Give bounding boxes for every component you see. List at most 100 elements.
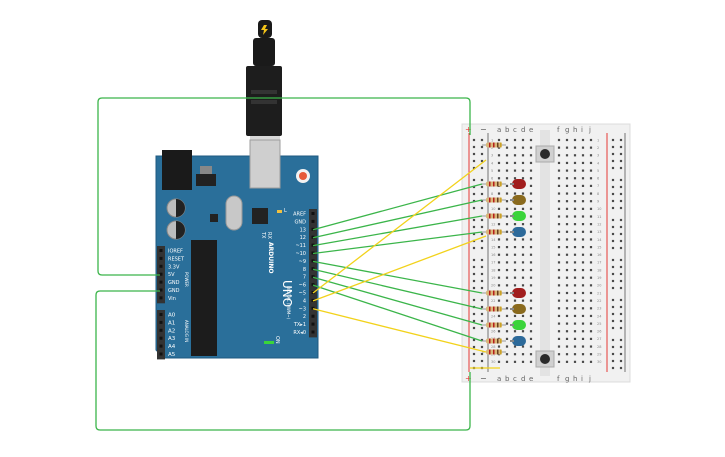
wire-led-bottom[interactable] [312,284,483,342]
hole[interactable] [513,177,517,180]
hole[interactable] [565,146,569,149]
hole[interactable] [581,223,585,226]
hole[interactable] [529,291,533,295]
hole[interactable] [557,154,561,157]
rail-hole[interactable] [611,352,615,356]
led-red[interactable] [510,179,526,189]
hole[interactable] [505,291,509,295]
pin-6[interactable] [311,283,315,287]
hole[interactable] [573,230,577,233]
resistor[interactable] [482,306,506,312]
hole[interactable] [565,246,569,249]
hole[interactable] [505,230,509,233]
hole[interactable] [505,215,509,218]
hole[interactable] [513,253,517,256]
hole[interactable] [581,353,585,356]
hole[interactable] [513,284,517,287]
hole[interactable] [505,330,509,333]
rail-hole[interactable] [472,359,476,363]
hole[interactable] [581,268,585,272]
hole[interactable] [505,299,509,302]
hole[interactable] [573,268,577,272]
rail-hole[interactable] [611,239,615,243]
hole[interactable] [521,246,525,249]
rail-hole[interactable] [472,345,476,349]
rail-hole[interactable] [480,352,484,356]
hole[interactable] [505,314,509,318]
hole[interactable] [573,192,577,195]
hole[interactable] [513,138,517,142]
rail-hole[interactable] [619,225,623,229]
hole[interactable] [557,291,561,295]
pin-7[interactable] [311,275,315,279]
hole[interactable] [581,322,585,325]
resistor[interactable] [482,338,506,344]
hole[interactable] [573,360,577,363]
rail-hole[interactable] [472,298,476,302]
hole[interactable] [497,169,501,172]
arduino-board[interactable]: ARDUINO UNO TX RX ON L DIGITAL (PWM~) PO… [155,139,319,360]
hole[interactable] [589,322,593,325]
hole[interactable] [565,200,569,203]
hole[interactable] [589,345,593,348]
hole[interactable] [521,268,525,272]
hole[interactable] [573,307,577,310]
rail-hole[interactable] [472,199,476,203]
hole[interactable] [565,345,569,348]
hole[interactable] [521,223,525,226]
hole[interactable] [521,192,525,195]
hole[interactable] [497,360,501,363]
rail-hole[interactable] [611,185,615,189]
rail-hole[interactable] [611,326,615,330]
rail-hole[interactable] [480,218,484,222]
hole[interactable] [505,268,509,272]
hole[interactable] [589,138,593,142]
pin-Vin[interactable] [159,296,163,300]
pin-RESET[interactable] [159,256,163,260]
hole[interactable] [589,200,593,203]
rail-hole[interactable] [611,305,615,309]
hole[interactable] [557,284,561,287]
hole[interactable] [529,192,533,195]
hole[interactable] [505,184,509,187]
rail-hole[interactable] [619,218,623,222]
resistor[interactable] [482,213,506,219]
hole[interactable] [557,230,561,233]
hole[interactable] [565,314,569,318]
wire-led-bottom[interactable] [312,276,483,326]
hole[interactable] [497,238,501,241]
rail-hole[interactable] [480,272,484,276]
pin-A3[interactable] [159,336,163,340]
rail-hole[interactable] [619,319,623,323]
hole[interactable] [505,161,509,165]
pin-A4[interactable] [159,344,163,348]
rail-hole[interactable] [619,152,623,156]
rail-hole[interactable] [472,279,476,283]
hole[interactable] [513,345,517,348]
hole[interactable] [505,192,509,195]
hole[interactable] [521,345,525,348]
rail-hole[interactable] [619,166,623,170]
hole[interactable] [573,337,577,340]
rail-hole[interactable] [611,218,615,222]
hole[interactable] [581,238,585,241]
hole[interactable] [557,169,561,172]
rail-hole[interactable] [619,352,623,356]
pushbutton[interactable] [535,350,555,368]
hole[interactable] [565,276,569,279]
hole[interactable] [557,268,561,272]
hole[interactable] [589,276,593,279]
hole[interactable] [573,184,577,187]
hole[interactable] [581,154,585,157]
hole[interactable] [589,223,593,226]
hole[interactable] [521,138,525,142]
hole[interactable] [573,284,577,287]
hole[interactable] [565,154,569,157]
hole[interactable] [573,161,577,165]
hole[interactable] [581,330,585,333]
hole[interactable] [589,177,593,180]
wire-led-top[interactable] [312,231,483,255]
hole[interactable] [521,169,525,172]
pin-8[interactable] [311,267,315,271]
hole[interactable] [513,276,517,279]
